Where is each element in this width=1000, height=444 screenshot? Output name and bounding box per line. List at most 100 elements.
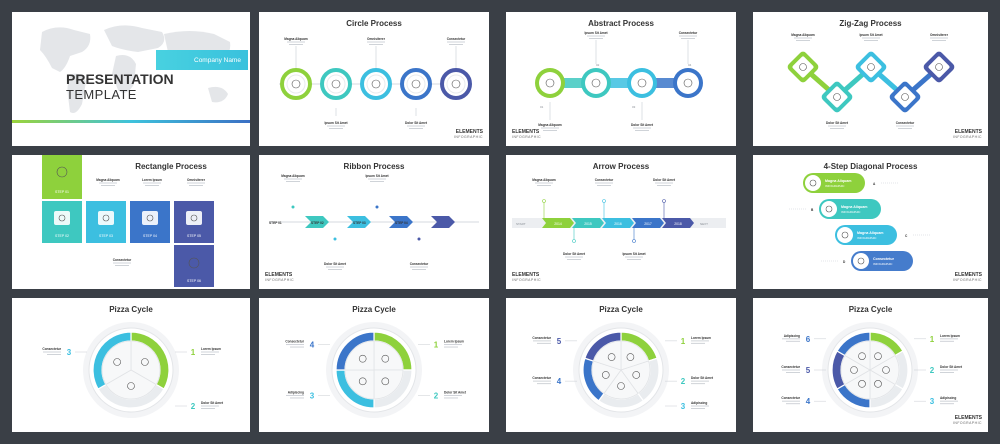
timeline-year: 2014 bbox=[554, 222, 562, 226]
placeholder-text-line bbox=[284, 178, 302, 180]
placeholder-text-line bbox=[287, 41, 305, 43]
cycle-number: 4 bbox=[310, 341, 315, 350]
timeline-arrow bbox=[662, 218, 694, 228]
timeline-arrow bbox=[542, 218, 574, 228]
grid-icon bbox=[291, 79, 301, 89]
placeholder-text-line bbox=[369, 44, 383, 45]
step-label: STEP 06 bbox=[187, 279, 201, 283]
placeholder-text-line bbox=[201, 354, 215, 355]
placeholder-text-line bbox=[326, 266, 344, 268]
pill-title: Magna Aliquam bbox=[825, 179, 851, 183]
step-label: Dolor Sit Amet bbox=[940, 365, 963, 369]
placeholder-text-line bbox=[289, 44, 303, 45]
syringe-icon bbox=[809, 179, 817, 187]
placeholder-text-line bbox=[655, 182, 673, 184]
cycle-number: 4 bbox=[806, 397, 811, 406]
step-label: Adipiscing bbox=[691, 401, 707, 405]
cycle-number: 1 bbox=[191, 348, 196, 357]
pen-icon bbox=[58, 214, 66, 222]
placeholder-text-line bbox=[786, 340, 800, 342]
placeholder-text-line bbox=[794, 37, 812, 39]
process-node-inner bbox=[539, 72, 561, 94]
placeholder-text-line bbox=[533, 340, 551, 342]
placeholder-text-line bbox=[864, 40, 878, 41]
ribbon-arrow bbox=[347, 216, 371, 228]
placeholder-text-line bbox=[597, 185, 611, 186]
placeholder-text-line bbox=[635, 130, 649, 131]
marker-dot bbox=[572, 239, 576, 243]
pen-icon bbox=[141, 358, 149, 366]
monitor-icon bbox=[451, 79, 461, 89]
slide-cover[interactable]: Company Name PRESENTATION TEMPLATE bbox=[12, 12, 250, 146]
slide-title: Pizza Cycle bbox=[848, 305, 893, 314]
placeholder-text-line bbox=[201, 405, 219, 407]
target-icon bbox=[411, 79, 421, 89]
pill-title: Magna Aliquam bbox=[857, 231, 883, 235]
placeholder-text-line bbox=[409, 128, 423, 129]
document-icon bbox=[637, 78, 647, 88]
placeholder-text-line bbox=[537, 342, 551, 344]
eye-icon bbox=[56, 166, 68, 178]
placeholder-text-line bbox=[412, 269, 426, 270]
step-label: Ipsum Sit Amet bbox=[324, 121, 348, 125]
eye-icon bbox=[127, 382, 135, 390]
step-number: 01 bbox=[540, 105, 544, 109]
process-node-inner bbox=[631, 72, 653, 94]
step-icon-frame bbox=[54, 211, 70, 225]
step-letter: C bbox=[905, 234, 908, 238]
placeholder-text-line bbox=[691, 383, 705, 385]
placeholder-text-line bbox=[627, 259, 641, 260]
step-label: STEP 05 bbox=[187, 234, 201, 238]
pill-icon-circle bbox=[837, 227, 853, 243]
placeholder-text-line bbox=[99, 182, 117, 184]
step-label: Consectetur bbox=[532, 376, 551, 380]
slide-title: Ribbon Process bbox=[343, 162, 405, 171]
step-label: STEP 03 bbox=[99, 234, 113, 238]
globe-icon bbox=[358, 377, 367, 386]
placeholder-text-line bbox=[201, 408, 215, 409]
globe-icon bbox=[617, 382, 625, 390]
placeholder-text-line bbox=[940, 338, 958, 340]
pen-icon bbox=[874, 352, 882, 360]
placeholder-text-line bbox=[368, 178, 386, 180]
pill-icon-circle bbox=[821, 201, 837, 217]
step-label: Magna Aliquam bbox=[284, 37, 308, 41]
placeholder-text-line bbox=[407, 125, 425, 127]
timeline-arrow bbox=[572, 218, 604, 228]
cycle-number: 1 bbox=[681, 337, 686, 346]
marker-dot bbox=[333, 237, 337, 241]
eye-icon bbox=[799, 63, 807, 71]
placeholder-text-line bbox=[657, 185, 671, 186]
placeholder-text-line bbox=[691, 340, 709, 342]
step-label: Lorem Ipsum bbox=[201, 347, 221, 351]
step-label: STEP 01 bbox=[55, 190, 69, 194]
step-label: Ipsum Sit Amet bbox=[859, 33, 883, 37]
step-label: Consectetur bbox=[42, 347, 61, 351]
ribbon-arrow bbox=[431, 216, 455, 228]
step-label: Dolor Sit Amet bbox=[201, 401, 224, 405]
step-label: Adipiscing bbox=[288, 390, 304, 394]
document-icon bbox=[901, 93, 909, 101]
pizza-slice bbox=[603, 369, 639, 400]
placeholder-text-line bbox=[101, 185, 115, 186]
diamond-node-inner bbox=[792, 56, 814, 78]
marker-dot bbox=[542, 199, 546, 203]
step-label: Ipsum Sit Amet bbox=[584, 31, 608, 35]
placeholder-text-line bbox=[286, 344, 304, 346]
